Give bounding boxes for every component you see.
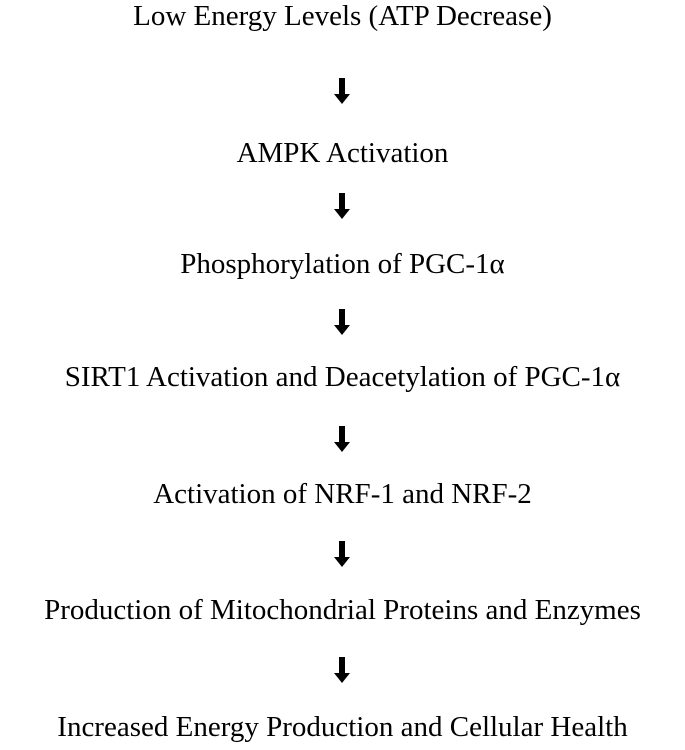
step-ampk-activation: AMPK Activation — [236, 137, 449, 169]
down-arrow-icon — [334, 541, 350, 569]
step-low-energy: Low Energy Levels (ATP Decrease) — [133, 0, 552, 32]
step-sirt1-activation: SIRT1 Activation and Deacetylation of PG… — [64, 361, 621, 393]
down-arrow-icon — [334, 657, 350, 685]
step-mitochondrial-proteins: Production of Mitochondrial Proteins and… — [44, 594, 641, 626]
down-arrow-icon — [334, 426, 350, 454]
down-arrow-icon — [334, 309, 350, 337]
down-arrow-icon — [334, 78, 350, 106]
step-nrf-activation: Activation of NRF-1 and NRF-2 — [153, 478, 532, 510]
step-increased-energy: Increased Energy Production and Cellular… — [57, 711, 628, 743]
step-phosphorylation: Phosphorylation of PGC-1α — [180, 248, 505, 280]
down-arrow-icon — [334, 193, 350, 221]
